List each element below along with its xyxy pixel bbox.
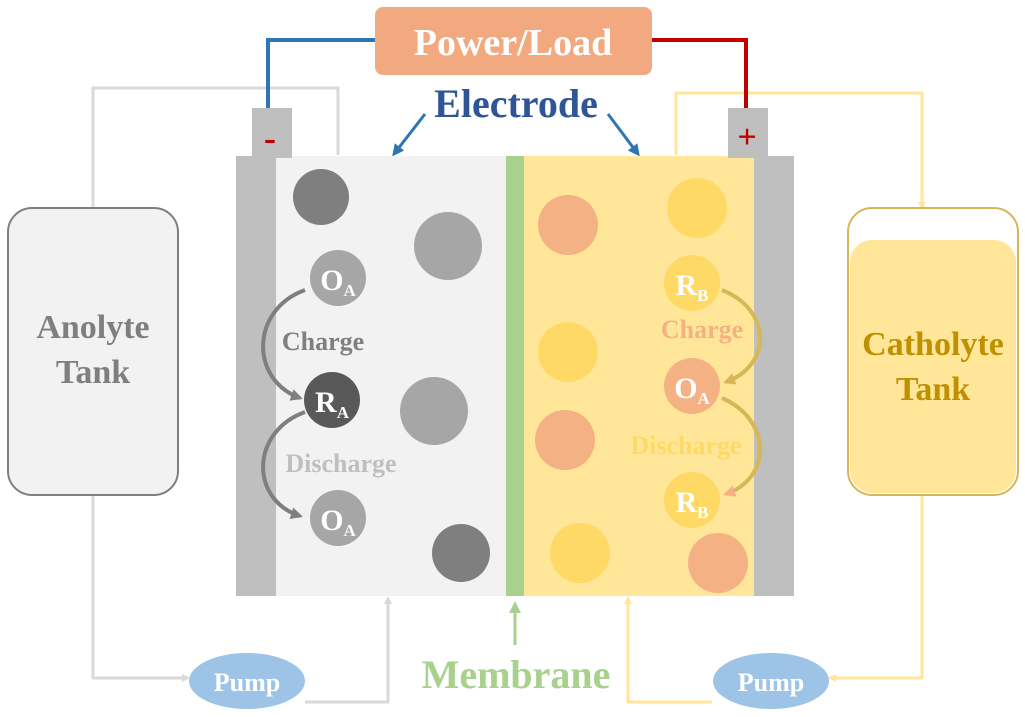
catholyte-tank-label-line1: Catholyte bbox=[862, 326, 1004, 363]
cathode-discharge-arrow bbox=[721, 396, 762, 497]
power-load-box: Power/Load bbox=[375, 7, 652, 75]
cathode-particles bbox=[535, 178, 748, 593]
negative-terminal bbox=[252, 108, 292, 158]
positive-terminal-sign: + bbox=[737, 119, 756, 156]
anolyte-tank: Anolyte Tank bbox=[7, 207, 179, 496]
membrane-label: Membrane bbox=[422, 652, 611, 697]
anolyte-pump-label: Pump bbox=[214, 668, 280, 697]
anode-particles bbox=[293, 169, 490, 582]
anolyte-pump: Pump bbox=[189, 653, 305, 709]
catholyte-tank-label-line2: Tank bbox=[896, 371, 970, 408]
svg-text:OA: OA bbox=[320, 504, 356, 540]
catholyte-tank: Catholyte Tank bbox=[847, 207, 1019, 496]
anode-discharge-label: Discharge bbox=[285, 449, 396, 478]
power-load-label: Power/Load bbox=[414, 22, 612, 64]
cathode-species-top: RB bbox=[664, 255, 720, 311]
electrode-label: Electrode bbox=[434, 81, 598, 126]
svg-text:OA: OA bbox=[320, 264, 356, 300]
svg-text:RA: RA bbox=[315, 386, 350, 422]
svg-text:OA: OA bbox=[674, 372, 710, 408]
cathode-discharge-label: Discharge bbox=[630, 431, 741, 460]
catholyte-circulation-pipes bbox=[624, 91, 926, 704]
catholyte-pump: Pump bbox=[713, 653, 829, 709]
anolyte-tank-label-line1: Anolyte bbox=[36, 309, 149, 346]
catholyte-pump-label: Pump bbox=[738, 668, 804, 697]
anode-species-top: OA bbox=[310, 250, 366, 306]
electrode-arrow-right bbox=[606, 113, 640, 157]
anode-charge-arrow bbox=[261, 288, 306, 401]
positive-wire bbox=[652, 38, 748, 108]
anode-charge-label: Charge bbox=[282, 327, 364, 356]
positive-electrode bbox=[754, 156, 794, 596]
anode-discharge-arrow bbox=[261, 410, 306, 519]
svg-text:RB: RB bbox=[675, 486, 708, 522]
anolyte-tank-label-line2: Tank bbox=[56, 354, 130, 391]
anode-species-bottom: OA bbox=[310, 490, 366, 546]
cathode-species-bottom: RB bbox=[664, 472, 720, 528]
negative-terminal-sign: - bbox=[264, 118, 276, 158]
anolyte-circulation-pipes bbox=[89, 86, 392, 704]
membrane bbox=[506, 156, 524, 596]
anode-species-middle: RA bbox=[304, 372, 360, 428]
negative-electrode bbox=[236, 156, 276, 596]
negative-wire bbox=[266, 38, 378, 108]
cathode-species-middle: OA bbox=[664, 358, 720, 414]
electrode-arrow-left bbox=[392, 113, 427, 157]
svg-text:RB: RB bbox=[675, 269, 708, 305]
cathode-charge-label: Charge bbox=[661, 315, 743, 344]
cathode-charge-arrow bbox=[721, 288, 762, 385]
positive-terminal bbox=[728, 108, 768, 158]
